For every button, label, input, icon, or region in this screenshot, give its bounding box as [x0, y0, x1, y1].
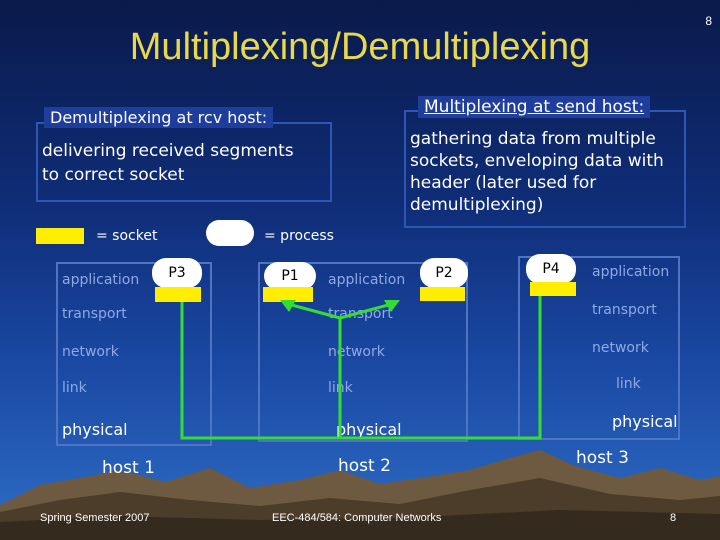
process-p1: P1 — [264, 262, 316, 290]
host3-layer-network: network — [592, 340, 649, 356]
host3-layer-transport: transport — [592, 302, 657, 318]
host1-layer-network: network — [62, 344, 119, 360]
socket-p2 — [420, 287, 465, 301]
host1-stack: application transport network link physi… — [56, 262, 212, 446]
process-p1-label: P1 — [281, 268, 299, 284]
socket-p4 — [530, 282, 576, 296]
demux-box: delivering received segments to correct … — [36, 122, 332, 202]
host2-label: host 2 — [338, 456, 391, 476]
mux-text-line-4: demultiplexing) — [410, 195, 544, 215]
host2-layer-application: application — [328, 272, 406, 288]
process-p4: P4 — [526, 254, 576, 284]
legend-process-swatch — [206, 220, 254, 246]
demux-text-line-1: delivering received segments — [42, 141, 294, 161]
process-p3-label: P3 — [168, 265, 186, 281]
socket-p3 — [155, 287, 201, 302]
host2-layer-physical: physical — [336, 420, 402, 439]
host1-layer-link: link — [62, 380, 87, 396]
demux-text-line-2: to correct socket — [42, 165, 185, 185]
footer-course: EEC-484/584: Computer Networks — [272, 512, 442, 524]
mux-text-line-1: gathering data from multiple — [410, 129, 656, 149]
mux-text-line-2: sockets, enveloping data with — [410, 151, 664, 171]
host1-label: host 1 — [102, 458, 155, 478]
socket-p1 — [263, 287, 313, 302]
host3-layer-physical: physical — [612, 412, 678, 431]
footer-semester: Spring Semester 2007 — [40, 512, 150, 524]
host2-stack: application transport network link physi… — [258, 262, 468, 442]
host3-stack: application transport network link physi… — [518, 256, 680, 440]
mux-text-line-3: header (later used for — [410, 173, 597, 193]
host1-layer-physical: physical — [62, 420, 128, 439]
host2-layer-network: network — [328, 344, 385, 360]
mux-box: gathering data from multiple sockets, en… — [404, 110, 686, 228]
process-p4-label: P4 — [542, 261, 560, 277]
demux-header: Demultiplexing at rcv host: — [44, 107, 274, 128]
process-p2: P2 — [420, 258, 468, 288]
host1-layer-transport: transport — [62, 306, 127, 322]
legend-socket-label: = socket — [96, 228, 158, 244]
slide-title: Multiplexing/Demultiplexing — [129, 26, 591, 68]
host1-layer-application: application — [62, 272, 140, 288]
process-p3: P3 — [152, 258, 202, 288]
legend-process-label: = process — [264, 228, 334, 244]
mux-header: Multiplexing at send host: — [418, 96, 651, 118]
legend-socket-swatch — [36, 228, 84, 244]
host3-layer-application: application — [592, 264, 670, 280]
footer-page-number: 8 — [670, 512, 677, 524]
host3-label: host 3 — [576, 448, 629, 468]
process-p2-label: P2 — [435, 265, 453, 281]
host3-layer-link: link — [616, 376, 641, 392]
page-number-top: 8 — [705, 14, 712, 28]
